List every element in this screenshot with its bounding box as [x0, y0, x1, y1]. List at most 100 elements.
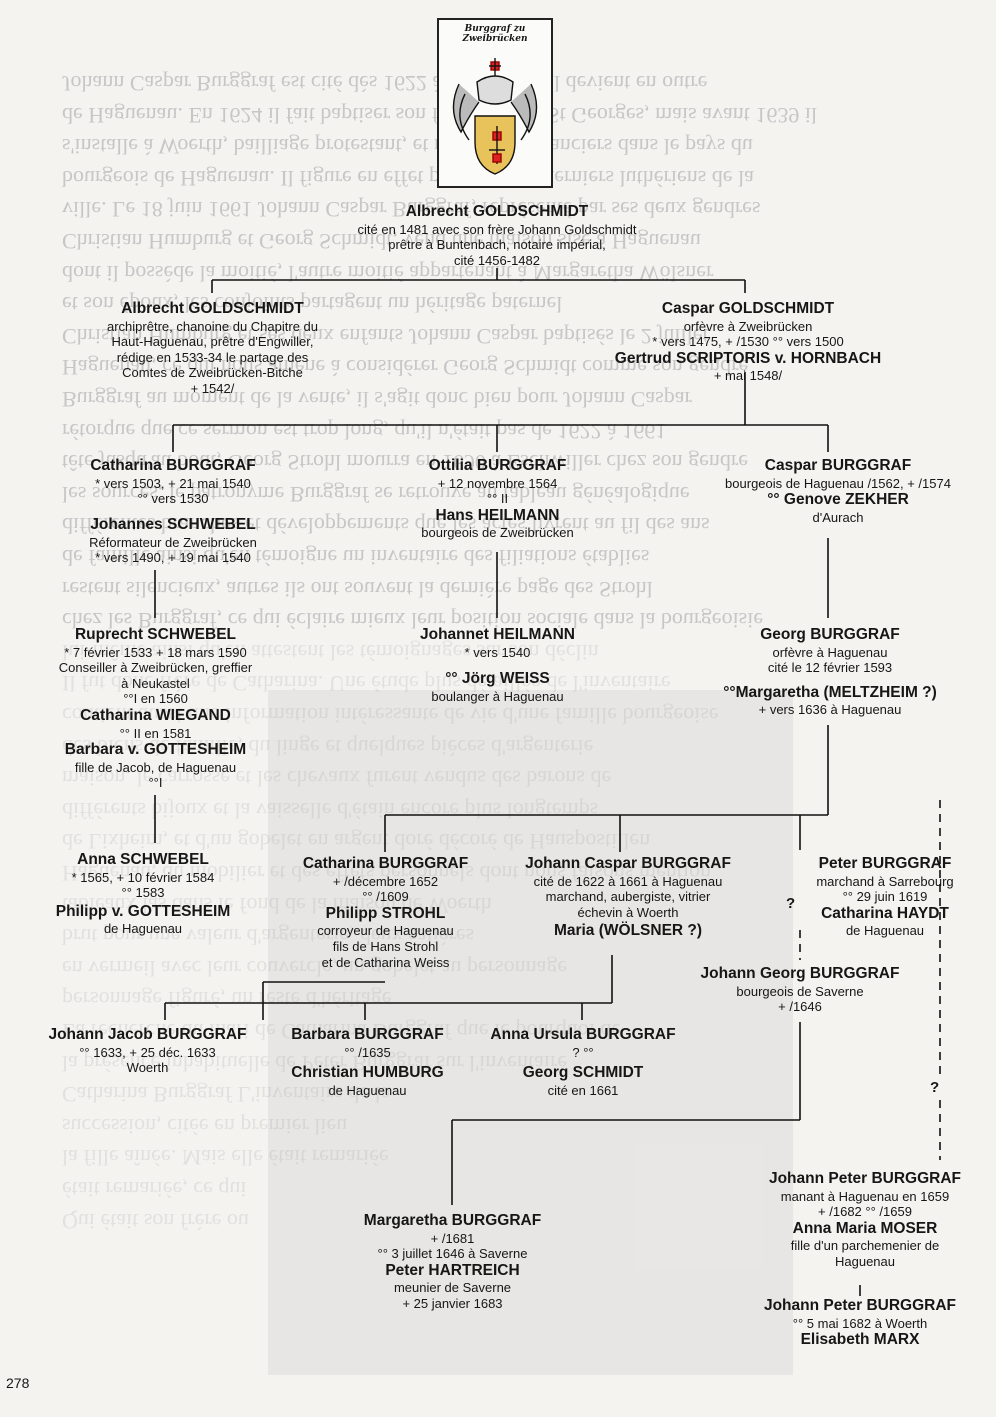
person-detail: meunier de Saverne — [340, 1280, 565, 1296]
person-detail: + 25 janvier 1683 — [340, 1296, 565, 1312]
person-detail: * vers 1503, + 21 mai 1540 — [58, 476, 288, 492]
person-detail: cité 1456-1482 — [350, 253, 644, 269]
person-detail: °° 5 mai 1682 à Woerth — [735, 1316, 985, 1332]
person-detail: fille d'un parchemenier de — [745, 1238, 985, 1254]
person-catharina-burggraf-strohl: Catharina BURGGRAF + /décembre 1652 °° /… — [283, 855, 488, 970]
person-albrecht-goldschmidt-jr: Albrecht GOLDSCHMIDT archiprêtre, chanoi… — [80, 300, 345, 397]
uncertain-link-mark: ? — [930, 1079, 939, 1096]
person-detail: de Haguenau — [275, 1083, 460, 1099]
person-name: Albrecht GOLDSCHMIDT — [350, 203, 644, 222]
person-detail: + vers 1636 à Haguenau — [680, 702, 980, 718]
person-detail: bourgeois de Saverne — [690, 984, 910, 1000]
person-detail: + /1681 — [340, 1231, 565, 1247]
person-peter-burggraf: Peter BURGGRAF marchand à Sarrebourg °° … — [780, 855, 990, 939]
person-detail: * vers 1540 — [395, 645, 600, 661]
person-name: Johannes SCHWEBEL — [58, 516, 288, 535]
person-detail: fils de Hans Strohl — [283, 939, 488, 955]
person-detail: cité de 1622 à 1661 à Haguenau — [508, 874, 748, 890]
spouse-name: Maria (WÖLSNER ?) — [508, 922, 748, 941]
person-ottilia-burggraf: Ottilia BURGGRAF + 12 novembre 1564 °° I… — [395, 457, 600, 541]
person-detail: orfèvre à Haguenau — [680, 645, 980, 661]
person-detail: à Neukastel — [28, 676, 283, 692]
person-name: Anna Ursula BURGGRAF — [472, 1026, 694, 1045]
person-caspar-burggraf: Caspar BURGGRAF bourgeois de Haguenau /1… — [688, 457, 988, 525]
person-georg-burggraf: Georg BURGGRAF orfèvre à Haguenau cité l… — [680, 626, 980, 718]
person-name: Georg BURGGRAF — [680, 626, 980, 645]
person-detail: + 1542/ — [80, 381, 345, 397]
person-detail: Haut-Haguenau, prêtre d'Engwiller, — [80, 334, 345, 350]
person-detail: et de Catharina Weiss — [283, 955, 488, 971]
person-detail: * 7 février 1533 + 18 mars 1590 — [28, 645, 283, 661]
person-detail: °°I — [28, 775, 283, 791]
coat-of-arms-icon — [439, 20, 551, 186]
person-detail: échevin à Woerth — [508, 905, 748, 921]
person-detail: corroyeur de Haguenau — [283, 923, 488, 939]
person-name: Catharina BURGGRAF — [58, 457, 288, 476]
person-detail: ? °° — [472, 1045, 694, 1061]
person-name: Johann Peter BURGGRAF — [735, 1297, 985, 1316]
person-detail: cité en 1481 avec son frère Johann Golds… — [350, 222, 644, 238]
person-name: Ruprecht SCHWEBEL — [28, 626, 283, 645]
person-detail: Haguenau — [745, 1254, 985, 1270]
person-detail: rédige en 1533-34 le partage des — [80, 350, 345, 366]
person-detail: manant à Haguenau en 1659 — [745, 1189, 985, 1205]
spouse-name: Christian HUMBURG — [275, 1064, 460, 1083]
person-detail: marchand à Sarrebourg — [780, 874, 990, 890]
person-detail: °° 3 juillet 1646 à Saverne — [340, 1246, 565, 1262]
person-anna-ursula-burggraf: Anna Ursula BURGGRAF ? °° Georg SCHMIDT … — [472, 1026, 694, 1098]
person-detail: marchand, aubergiste, vitrier — [508, 889, 748, 905]
person-detail: boulanger à Haguenau — [395, 689, 600, 705]
person-detail: cité en 1661 — [472, 1083, 694, 1099]
person-detail: + /1682 °° /1659 — [745, 1204, 985, 1220]
person-ruprecht-schwebel: Ruprecht SCHWEBEL * 7 février 1533 + 18 … — [28, 626, 283, 791]
spouse-name: °° Jörg WEISS — [395, 670, 600, 689]
person-detail: °° /1609 — [283, 889, 488, 905]
person-detail: * vers 1475, + /1530 °° vers 1500 — [598, 334, 898, 350]
person-detail: + /1646 — [690, 999, 910, 1015]
person-name: Albrecht GOLDSCHMIDT — [80, 300, 345, 319]
person-detail: °° /1635 — [275, 1045, 460, 1061]
person-detail: + mai 1548/ — [598, 368, 898, 384]
person-margaretha-burggraf: Margaretha BURGGRAF + /1681 °° 3 juillet… — [340, 1212, 565, 1312]
spouse-name: Catharina WIEGAND — [28, 707, 283, 726]
person-detail: cité le 12 février 1593 — [680, 660, 980, 676]
spouse-name: Hans HEILMANN — [395, 507, 600, 526]
person-name: Johannet HEILMANN — [395, 626, 600, 645]
spouse-name: °°Margaretha (MELTZHEIM ?) — [680, 684, 980, 703]
person-detail: * 1565, + 10 février 1584 — [28, 870, 258, 886]
person-catharina-burggraf: Catharina BURGGRAF * vers 1503, + 21 mai… — [58, 457, 288, 507]
person-johann-jacob-burggraf: Johann Jacob BURGGRAF °° 1633, + 25 déc.… — [30, 1026, 265, 1076]
person-name: Johann Peter BURGGRAF — [745, 1170, 985, 1189]
person-johann-caspar-burggraf: Johann Caspar BURGGRAF cité de 1622 à 16… — [508, 855, 748, 941]
spouse-name: Philipp STROHL — [283, 905, 488, 924]
person-name: Ottilia BURGGRAF — [395, 457, 600, 476]
person-name: Johann Jacob BURGGRAF — [30, 1026, 265, 1045]
person-detail: prêtre à Buntenbach, notaire impérial, — [350, 237, 644, 253]
person-detail: °° II en 1581 — [28, 726, 283, 742]
person-name: Johann Georg BURGGRAF — [690, 965, 910, 984]
person-name: Peter BURGGRAF — [780, 855, 990, 874]
person-detail: °° II — [395, 491, 600, 507]
spouse-name: Anna Maria MOSER — [745, 1220, 985, 1239]
person-name: Caspar BURGGRAF — [688, 457, 988, 476]
person-anna-schwebel: Anna SCHWEBEL * 1565, + 10 février 1584 … — [28, 851, 258, 937]
spouse-name: Peter HARTREICH — [340, 1262, 565, 1281]
person-detail: de Haguenau — [28, 921, 258, 937]
coat-of-arms: Burggraf zu Zweibrücken — [437, 18, 553, 188]
person-detail: de Haguenau — [780, 923, 990, 939]
person-detail: Comtes de Zweibrücken-Bitche — [80, 365, 345, 381]
person-detail: Woerth — [30, 1060, 265, 1076]
spouse-name: °° Genove ZEKHER — [688, 491, 988, 510]
person-detail: °° vers 1530 — [58, 491, 288, 507]
page-number: 278 — [6, 1375, 29, 1391]
person-johannet-heilmann: Johannet HEILMANN * vers 1540 °° Jörg WE… — [395, 626, 600, 704]
person-detail: bourgeois de Zweibrücken — [395, 525, 600, 541]
spouse-name: Barbara v. GOTTESHEIM — [28, 741, 283, 760]
person-name: Anna SCHWEBEL — [28, 851, 258, 870]
person-name: Johann Caspar BURGGRAF — [508, 855, 748, 874]
person-barbara-burggraf: Barbara BURGGRAF °° /1635 Christian HUMB… — [275, 1026, 460, 1098]
person-albrecht-goldschmidt-sr: Albrecht GOLDSCHMIDT cité en 1481 avec s… — [350, 203, 644, 268]
person-name: Caspar GOLDSCHMIDT — [598, 300, 898, 319]
person-johann-peter-burggraf-jr: Johann Peter BURGGRAF °° 5 mai 1682 à Wo… — [735, 1297, 985, 1350]
person-johannes-schwebel: Johannes SCHWEBEL Réformateur de Zweibrü… — [58, 516, 288, 566]
